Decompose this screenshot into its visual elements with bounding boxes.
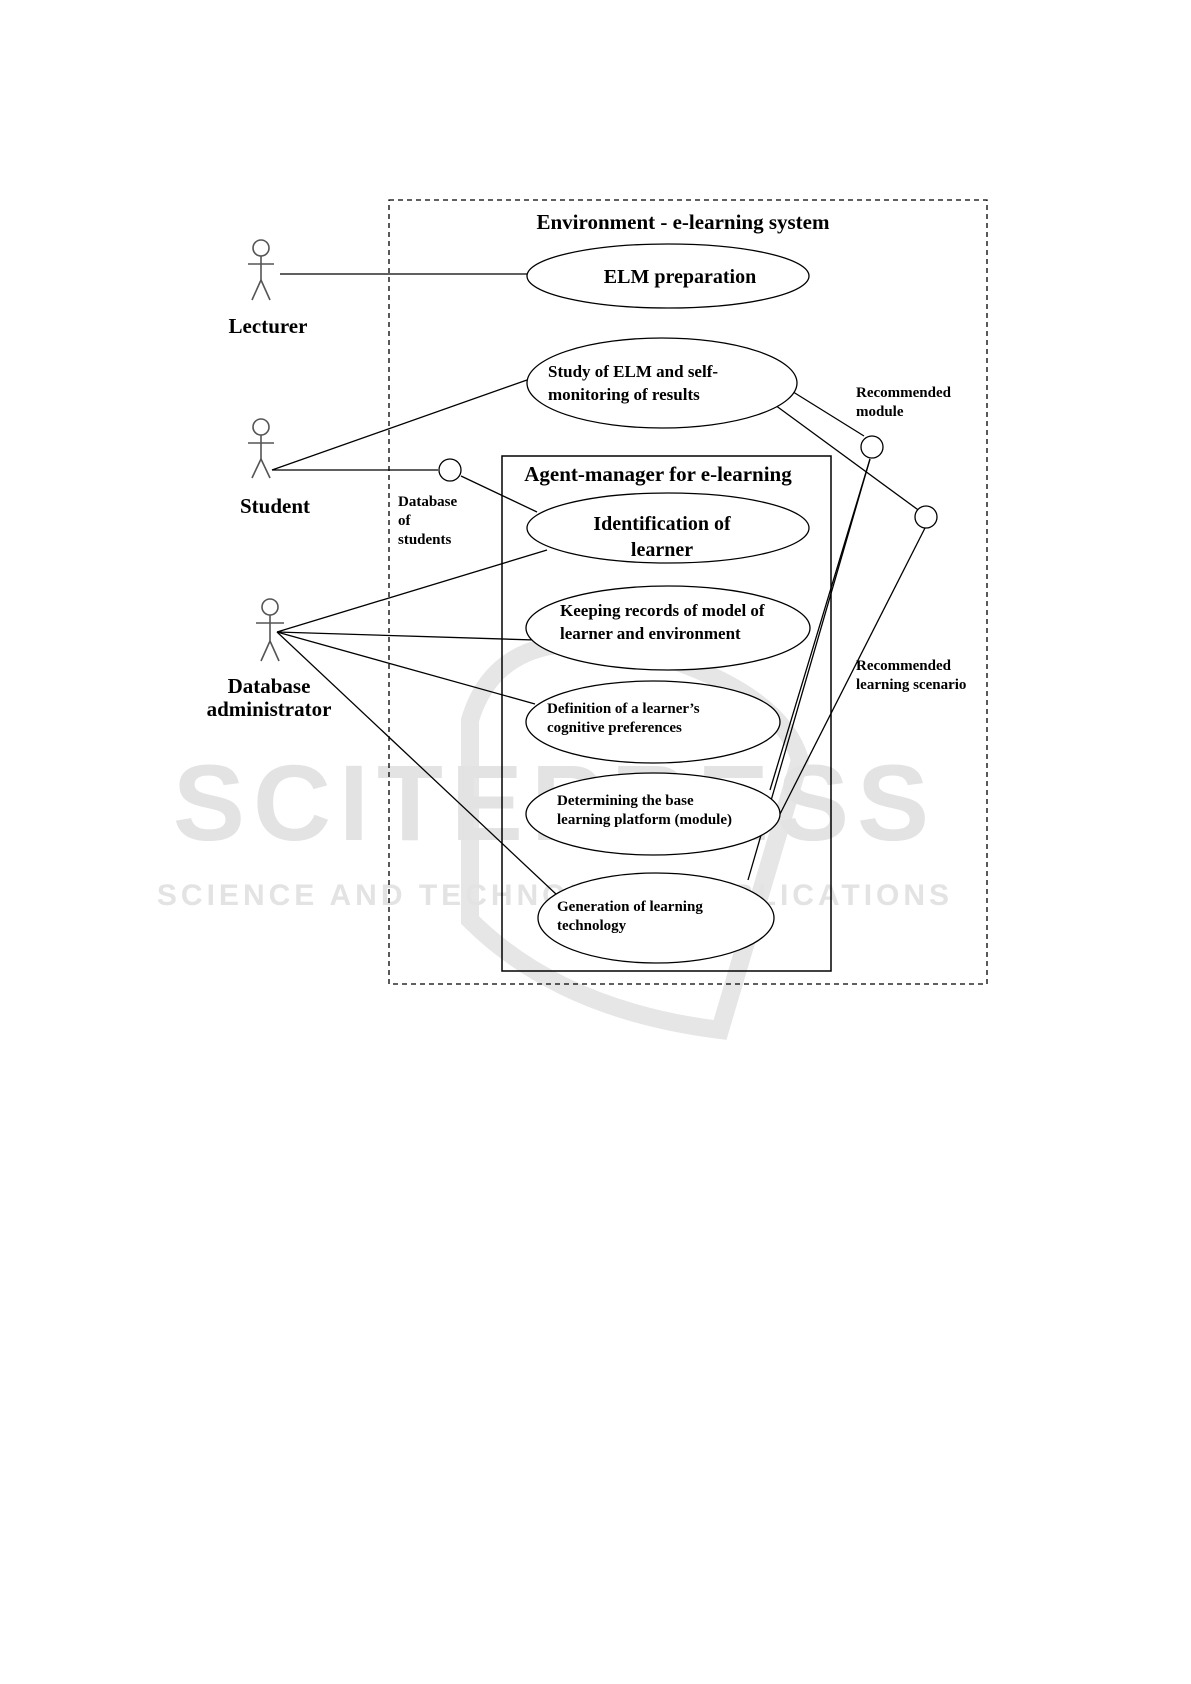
assoc-scenario-platform	[777, 527, 926, 819]
svg-text:Definition of a learner’s: Definition of a learner’s	[547, 701, 700, 717]
svg-text:learner and environment: learner and environment	[560, 624, 741, 643]
environment-boundary	[388, 199, 988, 985]
use-case-elm-preparation: ELM preparation	[526, 243, 810, 309]
svg-text:Recommended: Recommended	[856, 658, 952, 674]
assoc-admin-records	[276, 631, 536, 641]
assoc-admin-identification	[276, 549, 548, 633]
svg-text:Generation of learning: Generation of learning	[557, 899, 703, 915]
actor-label-line2: administrator	[207, 697, 332, 721]
svg-text:cognitive preferences: cognitive preferences	[547, 720, 682, 736]
svg-text:Recommended: Recommended	[856, 385, 952, 401]
agent-manager-title: Agent-manager for e-learning	[524, 462, 792, 486]
assoc-study-module	[789, 389, 865, 437]
svg-text:of: of	[398, 513, 412, 529]
svg-text:module: module	[856, 404, 904, 420]
assoc-module-platform	[769, 458, 871, 791]
svg-text:students: students	[398, 532, 452, 548]
use-case-generation-technology: Generation of learning technology	[537, 872, 775, 964]
use-case-keeping-records: Keeping records of model of learner and …	[525, 585, 811, 671]
svg-text:Study of ELM and self-: Study of ELM and self-	[548, 362, 718, 381]
svg-text:Identification of: Identification of	[593, 513, 731, 535]
svg-text:technology: technology	[557, 918, 627, 934]
interface-recommended-scenario: Recommended learning scenario	[856, 505, 966, 693]
actor-database-administrator: Database administrator	[207, 598, 332, 721]
actor-lecturer: Lecturer	[229, 239, 308, 338]
assoc-admin-generation	[276, 631, 558, 896]
environment-title: Environment - e-learning system	[536, 210, 830, 234]
assoc-study-scenario	[774, 404, 922, 513]
actor-student: Student	[240, 418, 310, 518]
use-case-study-elm: Study of ELM and self- monitoring of res…	[526, 337, 798, 429]
svg-text:learner: learner	[631, 539, 693, 561]
interface-recommended-module: Recommended module	[856, 385, 952, 459]
use-case-identification: Identification of learner	[526, 492, 810, 564]
svg-text:learning scenario: learning scenario	[856, 677, 966, 693]
svg-text:ELM preparation: ELM preparation	[604, 266, 756, 288]
assoc-admin-definition	[276, 631, 536, 705]
assoc-student-study	[271, 379, 528, 471]
actor-label-line1: Database	[228, 674, 311, 698]
svg-text:monitoring of results: monitoring of results	[548, 385, 700, 404]
assoc-db-identification	[460, 475, 538, 513]
svg-text:Database: Database	[398, 494, 458, 510]
use-case-determining-platform: Determining the base learning platform (…	[525, 772, 781, 856]
stick-figure-icon	[248, 418, 274, 479]
stick-figure-icon	[248, 239, 274, 301]
svg-text:Determining the base: Determining the base	[557, 793, 694, 809]
svg-text:learning platform (module): learning platform (module)	[557, 812, 732, 828]
svg-text:Keeping records of model of: Keeping records of model of	[560, 601, 765, 620]
use-case-definition-preferences: Definition of a learner’s cognitive pref…	[525, 680, 781, 764]
actor-label: Lecturer	[229, 314, 308, 338]
interface-database-students: Database of students	[398, 458, 462, 548]
actor-label: Student	[240, 494, 310, 518]
associations	[271, 273, 926, 896]
stick-figure-icon	[256, 598, 284, 662]
